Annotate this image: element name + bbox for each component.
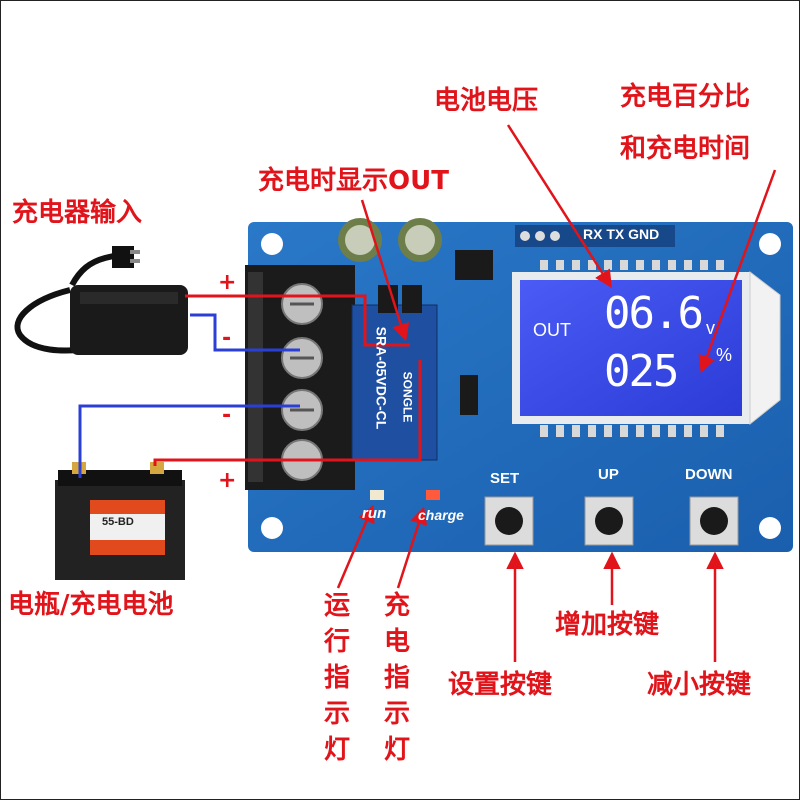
percent-label-line2: 和充电时间 xyxy=(620,134,751,164)
out-display-label: 充电时显示OUT xyxy=(258,166,449,196)
down-button-label: 减小按键 xyxy=(647,670,752,700)
run-led-char: 灯 xyxy=(323,735,350,765)
percent-arrow xyxy=(698,169,777,374)
charge-led-char: 电 xyxy=(383,627,410,657)
battery xyxy=(55,462,185,580)
mount-hole xyxy=(759,517,781,539)
charge-led-arrow xyxy=(396,506,428,589)
mount-hole xyxy=(261,517,283,539)
lcd-percent: 025 xyxy=(604,346,679,397)
battery-label: 55-BD xyxy=(102,516,134,528)
charge-led-char: 示 xyxy=(383,699,410,729)
header-label: RX TX GND xyxy=(583,226,660,242)
jumper xyxy=(402,285,422,313)
lcd-percent-unit: % xyxy=(716,345,733,365)
up-button-graphic xyxy=(584,496,634,546)
set-button-graphic xyxy=(484,496,534,546)
voltage-label: 电池电压 xyxy=(434,86,539,116)
lcd-pins-top xyxy=(540,260,724,270)
charger-adapter xyxy=(14,246,188,355)
jumper xyxy=(378,285,398,313)
polarity-minus-2: - xyxy=(222,403,232,428)
ic-chip xyxy=(455,250,493,280)
diode xyxy=(460,375,478,415)
up-label: UP xyxy=(598,466,619,483)
charge-led-label: 充 电 指 示 灯 xyxy=(382,588,412,768)
relay-text: SRA-05VDC-CL xyxy=(373,326,390,430)
lcd-voltage-unit: v xyxy=(706,318,715,338)
run-led-char: 运 xyxy=(323,591,350,621)
capacitors xyxy=(338,218,442,262)
lcd-voltage: 06.6 xyxy=(604,288,704,339)
run-led-char: 指 xyxy=(323,663,350,693)
charge-led-char: 充 xyxy=(383,591,410,621)
run-led-label: 运 行 指 示 灯 xyxy=(322,588,352,768)
percent-label-line1: 充电百分比 xyxy=(620,82,751,112)
mount-hole xyxy=(261,233,283,255)
run-led-arrow xyxy=(336,504,375,589)
set-button-label: 设置按键 xyxy=(448,670,553,700)
battery-label-cn: 电瓶/充电电池 xyxy=(8,590,174,620)
header-pins xyxy=(515,225,675,247)
voltage-arrow xyxy=(506,124,612,288)
lcd-out: OUT xyxy=(533,320,571,340)
charge-led-char: 灯 xyxy=(383,735,410,765)
up-button-label: 增加按键 xyxy=(555,610,660,640)
polarity-minus-1: - xyxy=(222,326,232,351)
set-label: SET xyxy=(490,470,520,487)
polarity-plus-1: + xyxy=(218,270,237,295)
charge-label: charge xyxy=(418,507,464,523)
run-label: run xyxy=(362,505,387,522)
polarity-plus-2: + xyxy=(218,468,237,493)
lcd-pins-bottom xyxy=(540,425,724,437)
run-led xyxy=(370,490,384,500)
terminal-block xyxy=(245,265,355,490)
mount-hole xyxy=(759,233,781,255)
charger-input-label: 充电器输入 xyxy=(12,198,143,228)
run-led-char: 行 xyxy=(323,627,350,657)
down-button-graphic xyxy=(689,496,739,546)
charge-led xyxy=(426,490,440,500)
out-arrow xyxy=(360,199,410,342)
wires xyxy=(78,294,422,478)
down-label: DOWN xyxy=(685,466,733,483)
relay-brand: SONGLE xyxy=(400,371,415,423)
charge-led-char: 指 xyxy=(383,663,410,693)
callout-arrows xyxy=(336,124,777,662)
run-led-char: 示 xyxy=(323,699,350,729)
